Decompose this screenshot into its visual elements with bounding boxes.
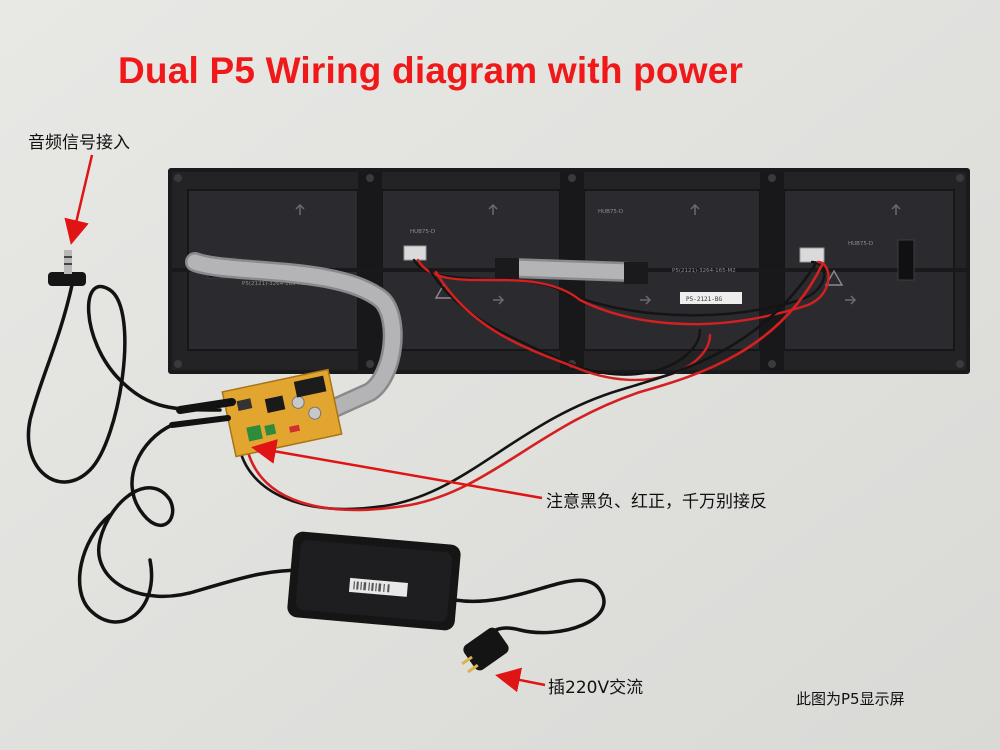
ribbon-cable-link <box>495 258 648 284</box>
annotation-arrows <box>64 154 546 693</box>
audio-input-label: 音频信号接入 <box>28 133 130 153</box>
panel-model-b: P5(2121)-3264-165-M2 <box>672 268 736 274</box>
mains-arrow <box>495 667 546 693</box>
mains-plug-label: 插220V交流 <box>548 678 644 698</box>
power-adapter <box>287 531 461 631</box>
controller-board <box>169 368 343 458</box>
panel-tag-3: HUB75-D <box>848 241 873 247</box>
audio-jack-plug <box>48 272 86 286</box>
panel-tag-2: HUB75-D <box>598 209 623 215</box>
polarity-arrow <box>251 439 543 500</box>
diagram-title: Dual P5 Wiring diagram with power <box>118 50 744 91</box>
adapter-dc-cable <box>77 423 307 624</box>
panel-tag-1: HUB75-D <box>410 229 435 235</box>
polarity-warning-label: 注意黑负、红正，千万别接反 <box>546 492 767 512</box>
dc-power-wires <box>238 263 824 512</box>
panel-model-a: P5(2121)-3264-165-M2 <box>242 281 306 287</box>
panel-sticker-text: P5-2121-BG <box>686 296 723 303</box>
audio-arrow <box>64 154 94 245</box>
audio-cable <box>26 250 222 484</box>
panel-sticker <box>680 292 742 304</box>
ac-plug <box>461 627 509 674</box>
caption-label: 此图为P5显示屏 <box>796 690 905 708</box>
panel-power-wires <box>403 245 830 382</box>
ribbon-cable-controller <box>185 252 403 420</box>
